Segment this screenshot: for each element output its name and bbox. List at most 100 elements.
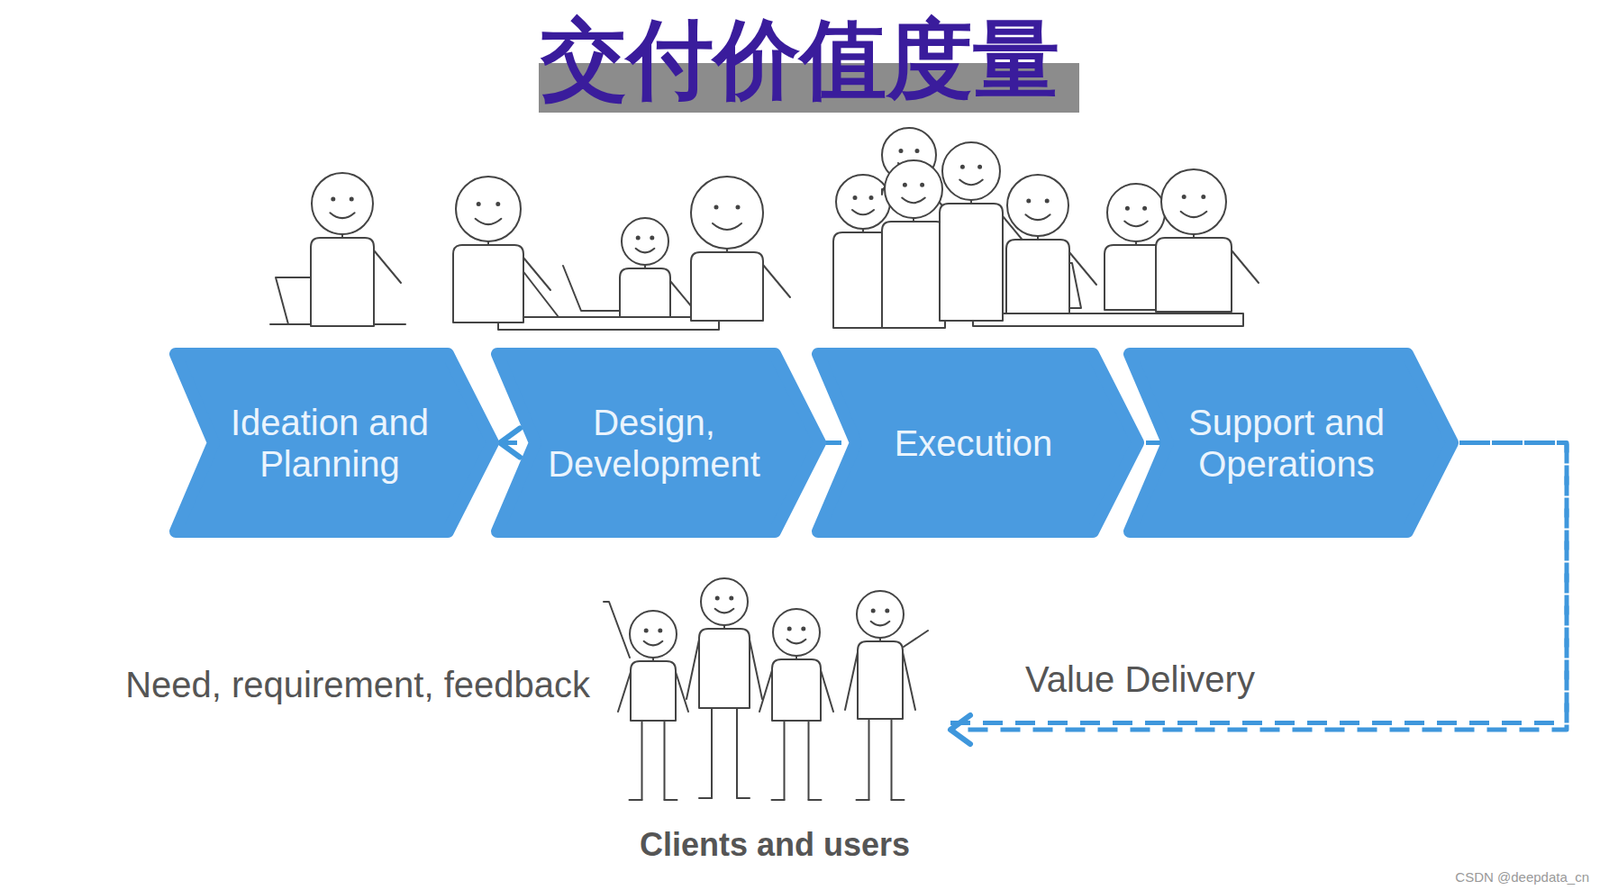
- figure-eye: [900, 149, 903, 153]
- figure-arm: [820, 670, 834, 712]
- chevron-fill: [175, 354, 493, 532]
- figure-arm: [845, 652, 858, 710]
- figure-head: [1007, 174, 1069, 237]
- step-name: Support and Operations: [1169, 401, 1404, 485]
- figure-arm: [1231, 250, 1259, 283]
- figure-eye: [788, 627, 791, 631]
- figure-leg: [868, 718, 871, 800]
- figure-arm: [523, 257, 551, 291]
- figure-eye: [1143, 207, 1146, 210]
- figure-body: [1155, 237, 1232, 312]
- figure-head: [690, 176, 764, 249]
- step-name: Design, Development: [536, 401, 772, 485]
- waving-arm: [603, 601, 630, 658]
- desk: [972, 313, 1244, 327]
- figure-eye: [885, 609, 889, 613]
- figure-smile: [329, 212, 355, 219]
- figure-eye: [716, 597, 719, 600]
- figure-eye: [1045, 199, 1049, 202]
- figure-arm: [763, 264, 791, 298]
- figure-smile: [1025, 214, 1050, 220]
- figure-head: [856, 590, 904, 638]
- figure-eye: [978, 165, 982, 169]
- figure-eye: [496, 202, 500, 206]
- figure-foot: [891, 799, 905, 801]
- figure-foot: [856, 799, 870, 801]
- chevron-shape: [490, 346, 828, 539]
- figure-eye: [1201, 195, 1205, 199]
- figure-eye: [854, 196, 857, 200]
- figure-foot: [629, 799, 643, 801]
- desk: [498, 317, 719, 330]
- figure-eye: [477, 202, 481, 206]
- chevron-fill: [818, 354, 1138, 532]
- figure-smile: [715, 609, 735, 614]
- figure-foot: [772, 799, 785, 801]
- figure-arm: [618, 672, 631, 712]
- figure-arm: [902, 652, 916, 710]
- figure-smile: [1181, 211, 1208, 218]
- figure-smile: [644, 641, 664, 646]
- figure-smile: [901, 198, 926, 204]
- figure-smile: [712, 223, 742, 230]
- figure-body: [630, 661, 676, 721]
- user-group: Clients and users: [599, 576, 951, 870]
- figure-leg: [890, 718, 893, 800]
- figure-smile: [636, 248, 655, 254]
- figure-body: [699, 628, 750, 709]
- figure-head: [1107, 183, 1165, 242]
- figure-body: [881, 221, 946, 328]
- figure-arm: [1069, 252, 1097, 285]
- figure-eye: [872, 609, 875, 613]
- figure-smile: [959, 180, 983, 186]
- clients-sketch: [603, 578, 928, 800]
- figure-body: [939, 203, 1003, 321]
- chevron-shape: [1122, 346, 1460, 539]
- figure-eye: [645, 629, 648, 633]
- figure-eye: [1126, 207, 1129, 210]
- figure-head: [629, 610, 677, 658]
- figure-arm: [759, 670, 773, 712]
- figure-eye: [350, 197, 354, 200]
- figure-leg: [710, 708, 713, 799]
- figure-body: [690, 252, 764, 321]
- figure-foot: [664, 799, 678, 801]
- people-sketch: [270, 127, 1259, 330]
- figure-body: [619, 268, 671, 318]
- figure-head: [311, 172, 373, 235]
- figure-body: [453, 245, 524, 323]
- figure-eye: [801, 627, 805, 631]
- process-chevron: Execution: [810, 346, 1146, 539]
- figure-eye: [1182, 195, 1186, 199]
- figure-smile: [852, 209, 874, 215]
- figure-smile: [787, 639, 807, 645]
- figure-smile: [1124, 221, 1148, 228]
- chevron-fill: [497, 354, 820, 532]
- figure-leg: [736, 708, 738, 799]
- chevron-shape: [168, 346, 500, 539]
- figure-foot: [809, 799, 822, 801]
- figure-eye: [331, 197, 335, 200]
- figure-eye: [961, 165, 964, 169]
- figure-foot: [736, 797, 750, 800]
- figure-eye: [903, 183, 907, 187]
- figure-eye: [916, 149, 919, 153]
- figure-body: [772, 659, 821, 721]
- figure-leg: [663, 720, 666, 800]
- figure-smile: [475, 218, 502, 225]
- figure-eye: [920, 183, 924, 187]
- figure-head: [884, 160, 943, 219]
- figure-arm: [373, 250, 401, 283]
- figure-foot: [699, 797, 712, 800]
- figure-eye: [729, 597, 733, 600]
- figure-leg: [783, 720, 786, 800]
- figure-head: [700, 578, 748, 626]
- figure-smile: [871, 621, 891, 627]
- figure-eye: [736, 206, 740, 210]
- waving-arm: [903, 630, 928, 647]
- figure-head: [942, 142, 1000, 200]
- figure-head: [836, 174, 891, 229]
- figure-eye: [870, 196, 873, 200]
- edge-label: Need, requirement, feedback: [125, 664, 591, 706]
- figure-head: [455, 176, 521, 242]
